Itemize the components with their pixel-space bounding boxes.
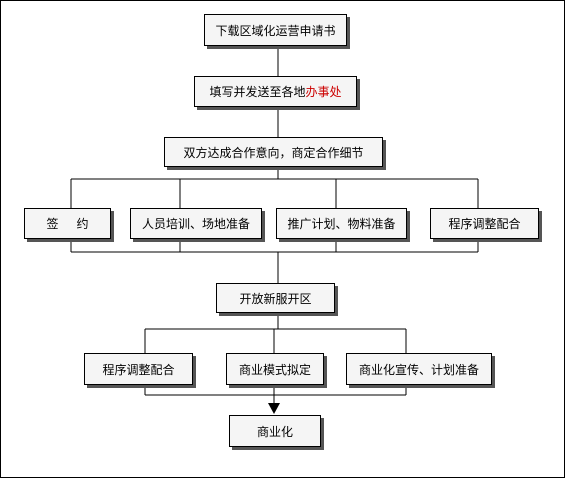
step-download-application: 下载区域化运营申请书 [204,14,347,46]
step-label: 商业化 [256,424,293,439]
step-label: 程序调整配合 [102,362,175,377]
step-label: 签约 [46,217,107,231]
step-label: 商业模式拟定 [238,362,311,377]
step-label-highlight: 办事处 [305,85,342,99]
step-label: 下载区域化运营申请书 [215,23,336,38]
step-sign: 签约 [24,208,111,239]
step-label: 程序调整配合 [448,217,521,231]
step-open-new-server: 开放新服开区 [216,283,335,313]
step-staff-training: 人员培训、场地准备 [130,208,262,239]
step-program-adjust-1: 程序调整配合 [430,208,539,239]
step-reach-intent: 双方达成合作意向，商定合作细节 [164,137,383,167]
step-label: 人员培训、场地准备 [141,217,250,231]
step-label: 填写并发送至各地 [209,85,306,99]
step-label: 双方达成合作意向，商定合作细节 [183,145,364,160]
arrow-down-icon [268,403,280,414]
step-label: 商业化宣传、计划准备 [358,362,479,377]
step-label: 开放新服开区 [239,291,312,306]
step-promotion-prep: 推广计划、物料准备 [276,208,407,239]
step-commercialize: 商业化 [229,415,321,447]
step-commercial-prep: 商业化宣传、计划准备 [346,353,492,385]
step-business-model: 商业模式拟定 [226,353,324,385]
step-fill-and-send: 填写并发送至各地办事处 [194,76,357,107]
step-label: 推广计划、物料准备 [287,217,396,231]
step-program-adjust-2: 程序调整配合 [84,353,193,385]
